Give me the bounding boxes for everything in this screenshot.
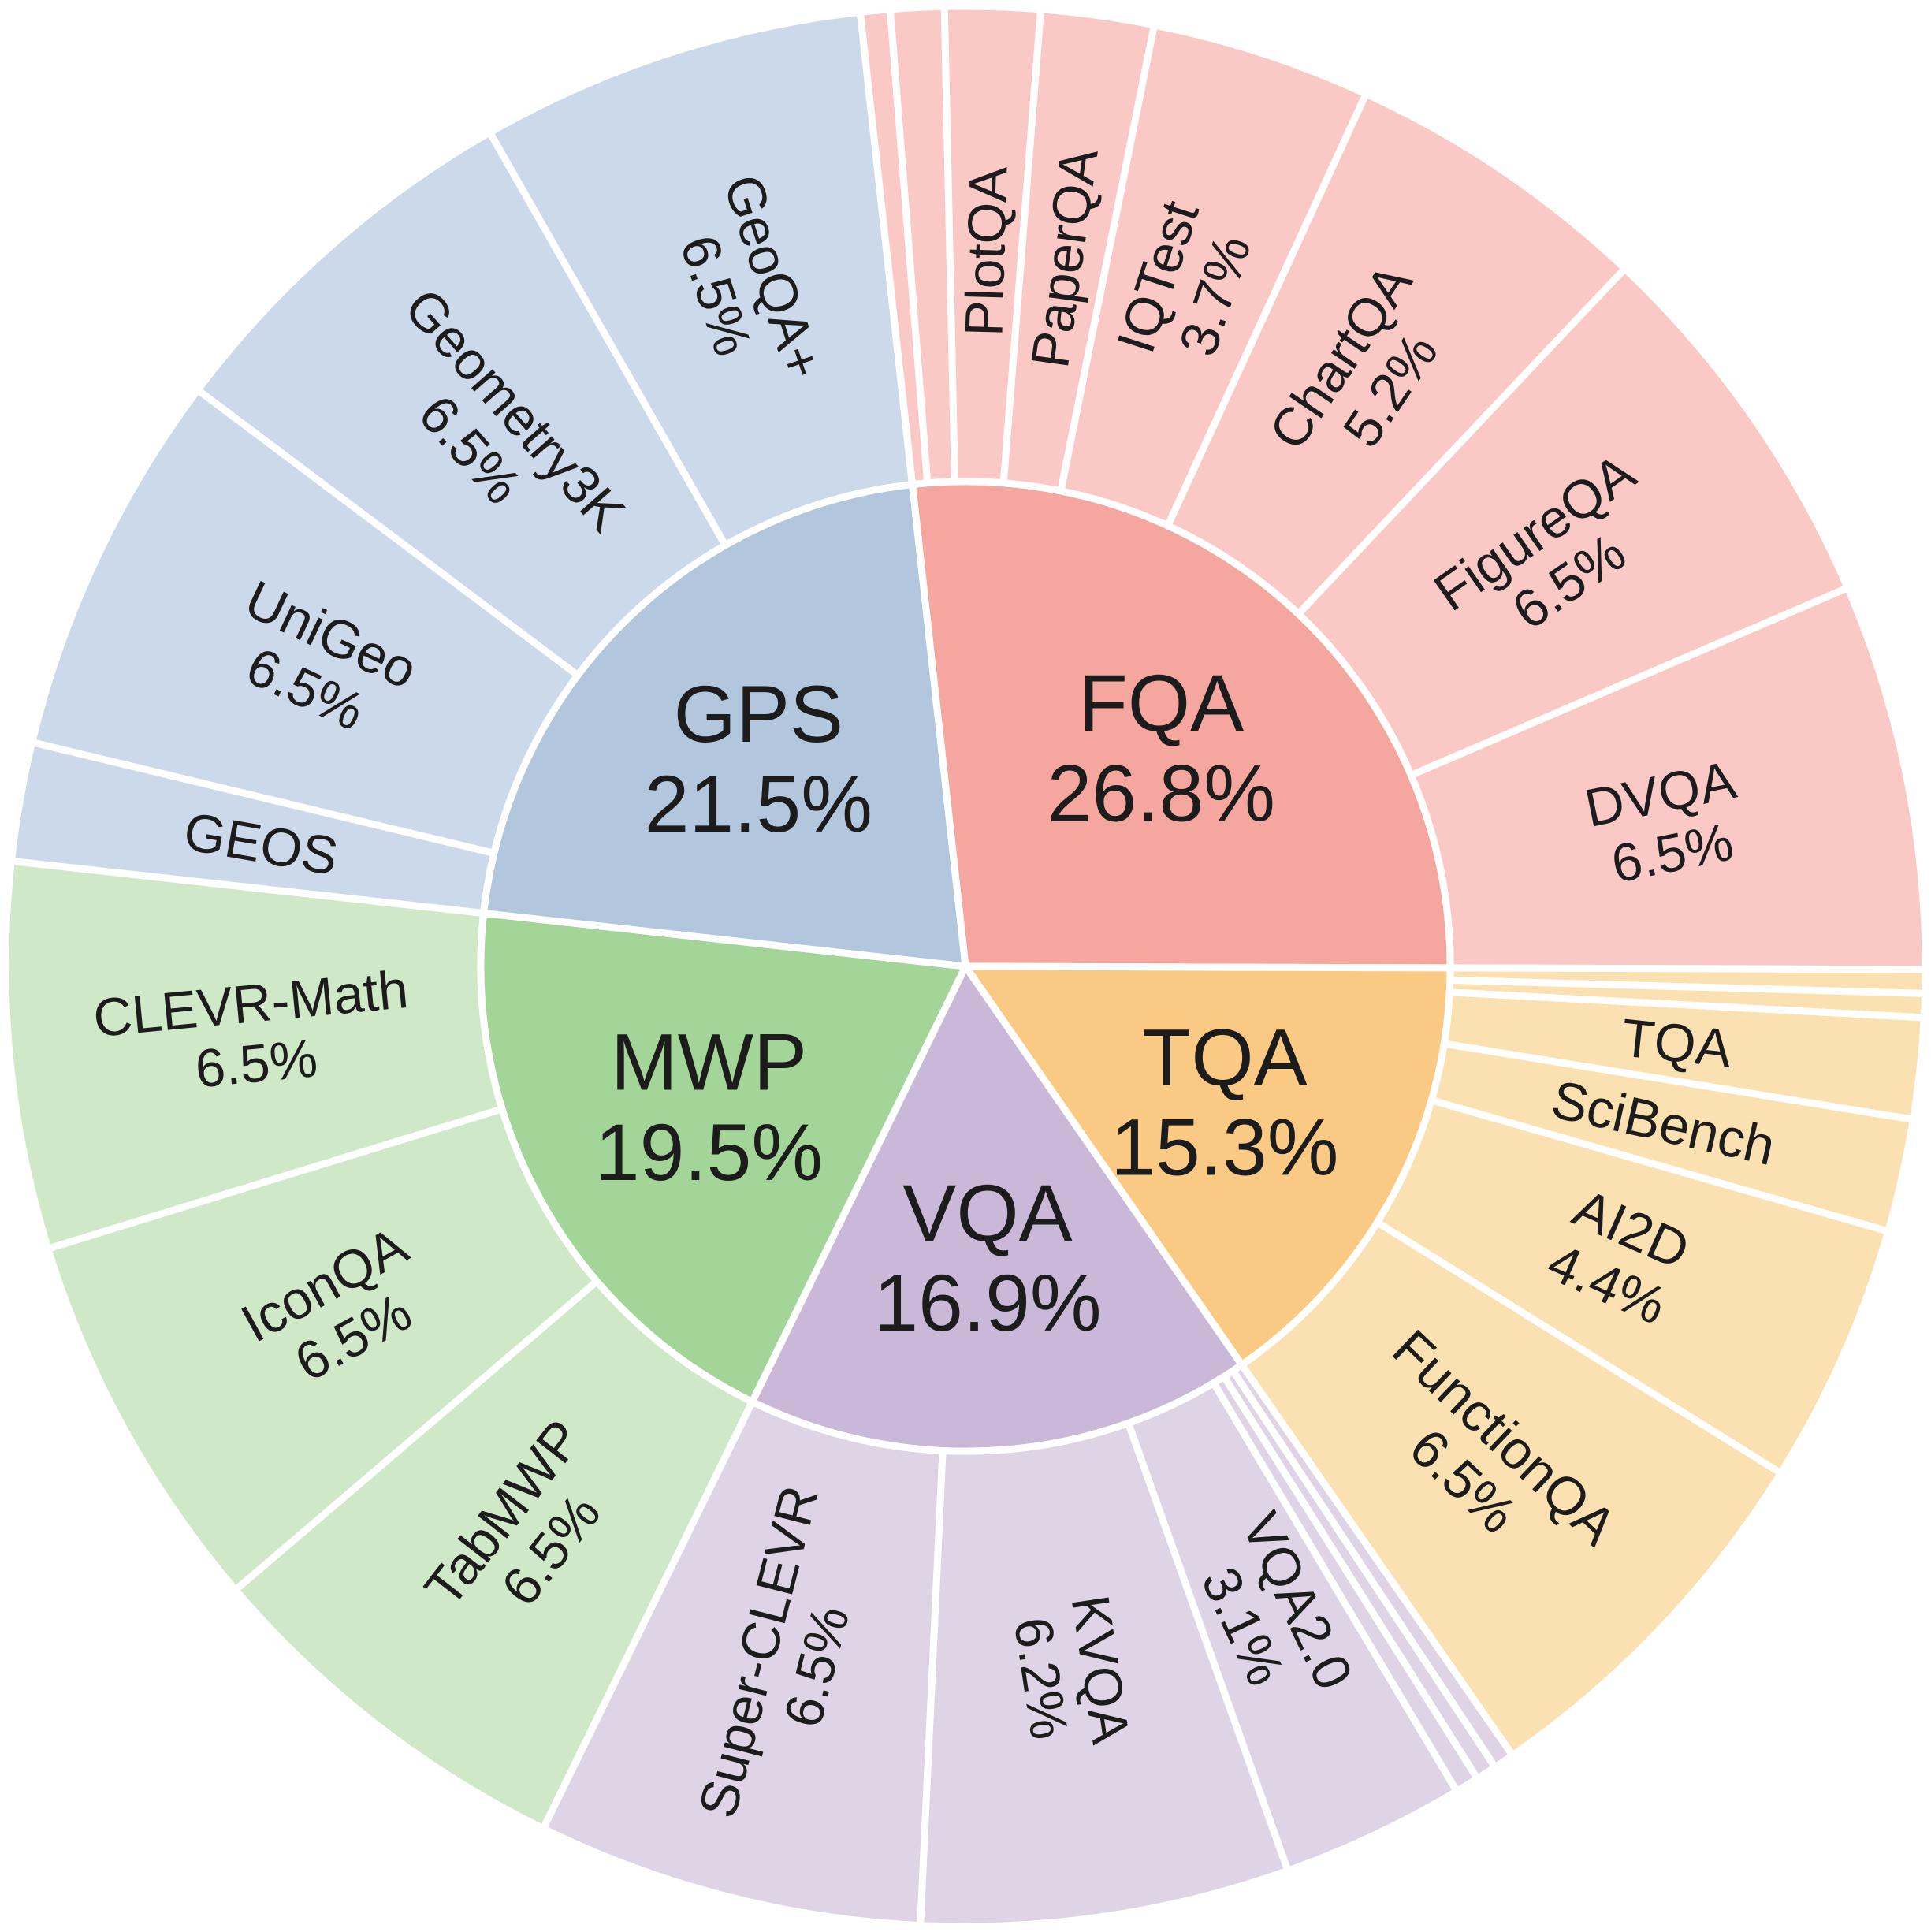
slice-label-dvqa: DVQA6.5% bbox=[1580, 750, 1754, 898]
sunburst-slice-gps[interactable] bbox=[480, 481, 969, 970]
sunburst-slice-tqa[interactable] bbox=[962, 962, 1454, 1368]
slice-label-tqa: TQA bbox=[1619, 1007, 1736, 1079]
sunburst-slice-mwp[interactable] bbox=[477, 910, 969, 1405]
sunburst-slice-vqa[interactable] bbox=[748, 962, 1246, 1455]
slice-label-kvqa: KVQA6.2% bbox=[1000, 1591, 1140, 1757]
sunburst-slice-fqa[interactable] bbox=[909, 478, 1454, 972]
slice-label-plotqa: PlotQA bbox=[954, 166, 1018, 337]
